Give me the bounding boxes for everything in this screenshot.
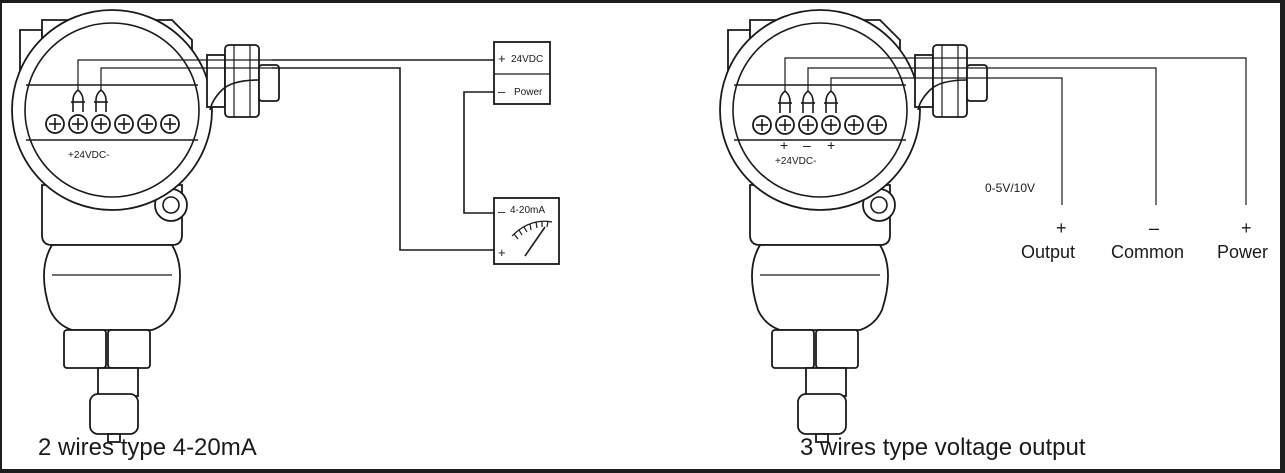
right-terminal-label: +24VDC- — [775, 156, 816, 167]
right-terminal-sign-1: + — [780, 137, 788, 153]
power-label: Power — [1217, 242, 1268, 262]
voltage-range-label: 0-5V/10V — [985, 181, 1035, 195]
common-label: Common — [1111, 242, 1184, 262]
left-transmitter — [11, 9, 280, 443]
common-sign: – — [1149, 218, 1159, 238]
supply-voltage-label: 24VDC — [511, 54, 543, 65]
meter-range-label: 4-20mA — [510, 205, 545, 216]
meter-plus-sign: + — [498, 245, 506, 260]
supply-plus-sign: + — [498, 51, 506, 66]
left-terminal-label: +24VDC- — [68, 150, 109, 161]
left-diagram: +24VDC- + 24VDC – Power – 4-20mA + — [11, 9, 560, 461]
left-caption: 2 wires type 4-20mA — [38, 434, 257, 461]
output-sign: + — [1056, 218, 1067, 238]
supply-power-label: Power — [514, 87, 543, 98]
power-supply-box — [493, 41, 551, 105]
right-diagram: + – + +24VDC- 0-5V/10V + Output – Common… — [719, 9, 1268, 461]
right-terminal-sign-2: – — [803, 137, 811, 153]
gauge-dial-icon — [511, 220, 553, 257]
power-sign: + — [1241, 218, 1252, 238]
right-terminal-sign-3: + — [827, 137, 835, 153]
right-caption: 3 wires type voltage output — [800, 434, 1086, 461]
supply-minus-sign: – — [498, 84, 506, 99]
meter-minus-sign: – — [498, 204, 506, 219]
output-label: Output — [1021, 242, 1075, 262]
right-transmitter — [719, 9, 1247, 443]
